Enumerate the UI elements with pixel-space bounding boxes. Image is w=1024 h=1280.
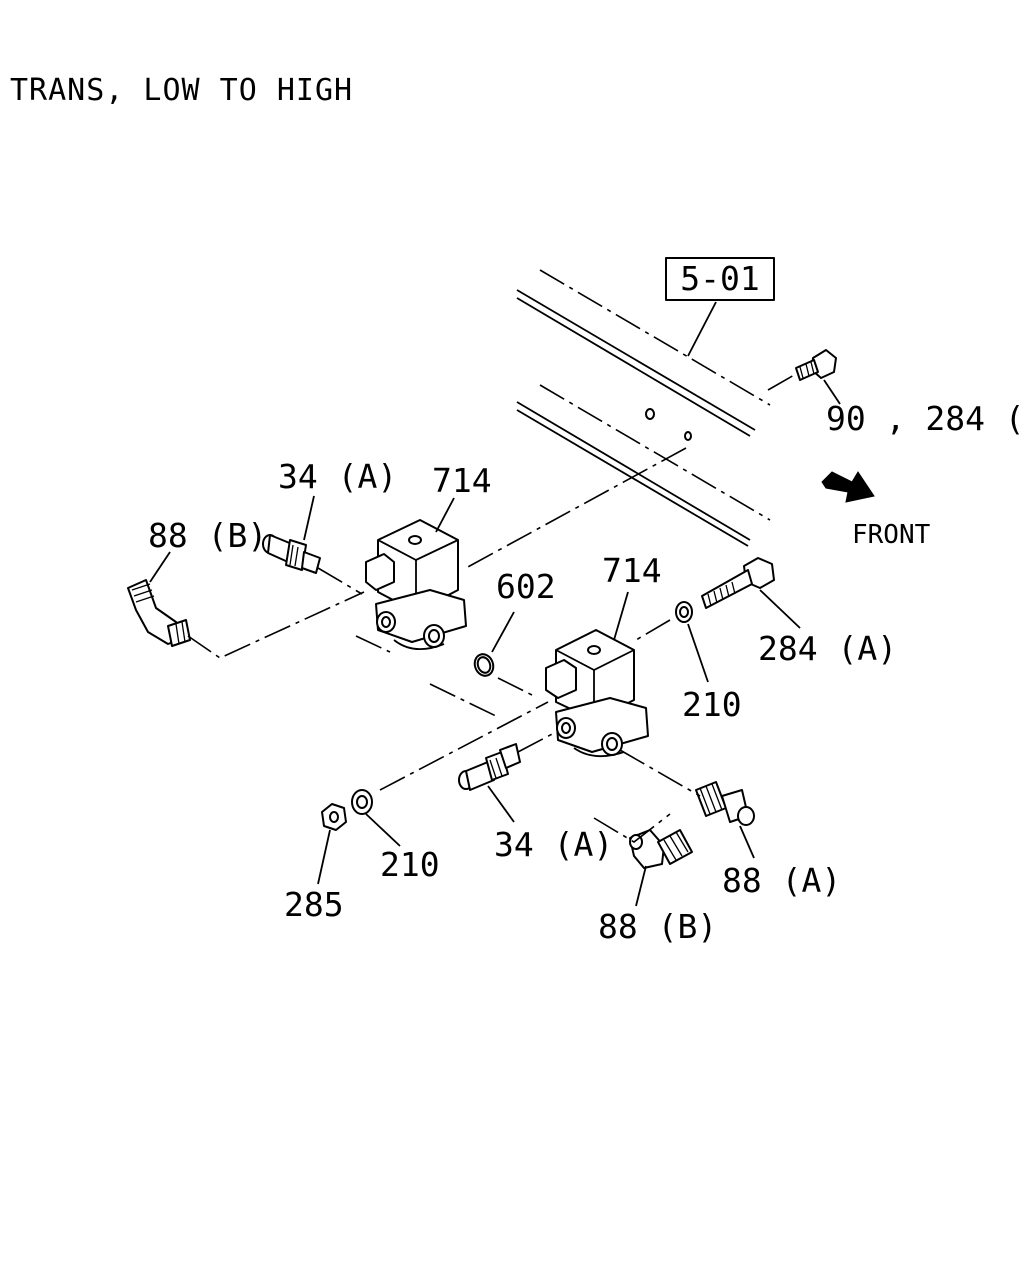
label-washer-210-right[interactable]: 210	[682, 685, 742, 724]
fit88b-left-leader	[149, 551, 171, 583]
label-sw34a-bottom[interactable]: 34 (A)	[494, 825, 613, 864]
diagram-title: TRANS, LOW TO HIGH	[10, 73, 353, 108]
reference-box[interactable]: 5-01	[665, 257, 775, 301]
label-v714-left[interactable]: 714	[432, 461, 492, 500]
nut-285[interactable]	[321, 803, 347, 831]
sw34a-top-axis	[317, 567, 363, 595]
valve-link-axis-a	[355, 635, 391, 653]
fit88a-leader	[739, 825, 755, 859]
washer-210-left[interactable]	[351, 789, 373, 815]
label-fit88a[interactable]: 88 (A)	[722, 861, 841, 900]
fit88b-bottom-axis	[593, 813, 671, 843]
sw34a-top-leader	[303, 495, 315, 541]
rail-to-valve-axis	[465, 447, 687, 569]
bolt-284a[interactable]	[701, 557, 775, 609]
fit88a-axis	[619, 749, 701, 797]
washer-right-leader	[687, 623, 709, 683]
reference-box-label: 5-01	[680, 259, 759, 298]
valve-link-axis-b	[429, 683, 501, 719]
label-fit88b-left[interactable]: 88 (B)	[148, 516, 267, 555]
label-washer-210-left[interactable]: 210	[380, 845, 440, 884]
washer-left-leader	[365, 813, 401, 847]
frame-rail	[516, 269, 771, 547]
solenoid-valve-714-right[interactable]	[545, 629, 649, 758]
label-sw34a-top[interactable]: 34 (A)	[278, 457, 397, 496]
front-arrow-icon	[821, 471, 875, 503]
fitting-88a[interactable]	[695, 781, 755, 826]
label-bolt-284a[interactable]: 284 (A)	[758, 629, 897, 668]
switch-34a-bottom[interactable]	[458, 743, 521, 791]
nut-leader	[317, 829, 331, 885]
oring-602[interactable]	[472, 652, 496, 679]
oring-leader	[491, 611, 515, 653]
fit88b-bottom-leader	[635, 865, 647, 907]
fit88b-left-axis	[187, 591, 365, 659]
label-fit88b-bottom[interactable]: 88 (B)	[598, 907, 717, 946]
switch-34a-top[interactable]	[262, 534, 321, 574]
fitting-88b-left[interactable]	[127, 579, 191, 647]
sw34a-bottom-axis	[517, 731, 557, 753]
label-bolt-90-284b[interactable]: 90 , 284 (B)	[826, 399, 1024, 438]
label-v714-right[interactable]: 714	[602, 551, 662, 590]
washer-right-axis	[635, 619, 671, 641]
front-label: FRONT	[852, 520, 931, 550]
solenoid-valve-714-left[interactable]	[365, 519, 467, 650]
reference-leader	[687, 301, 717, 357]
bolt-top-leader	[823, 379, 841, 405]
washer-210-right[interactable]	[675, 601, 693, 623]
fitting-88b-bottom[interactable]	[629, 829, 693, 869]
bolt-90-284b[interactable]	[795, 349, 837, 381]
sw34a-bottom-leader	[487, 785, 515, 823]
label-nut-285[interactable]: 285	[284, 885, 344, 924]
v714-left-leader	[435, 497, 455, 533]
v714-right-leader	[613, 591, 629, 641]
bolt-top-axis	[767, 373, 797, 391]
bolt-284a-leader	[759, 589, 801, 629]
label-oring-602[interactable]: 602	[496, 567, 556, 606]
valve-link-axis-c	[497, 677, 535, 697]
nut-axis	[379, 701, 549, 791]
